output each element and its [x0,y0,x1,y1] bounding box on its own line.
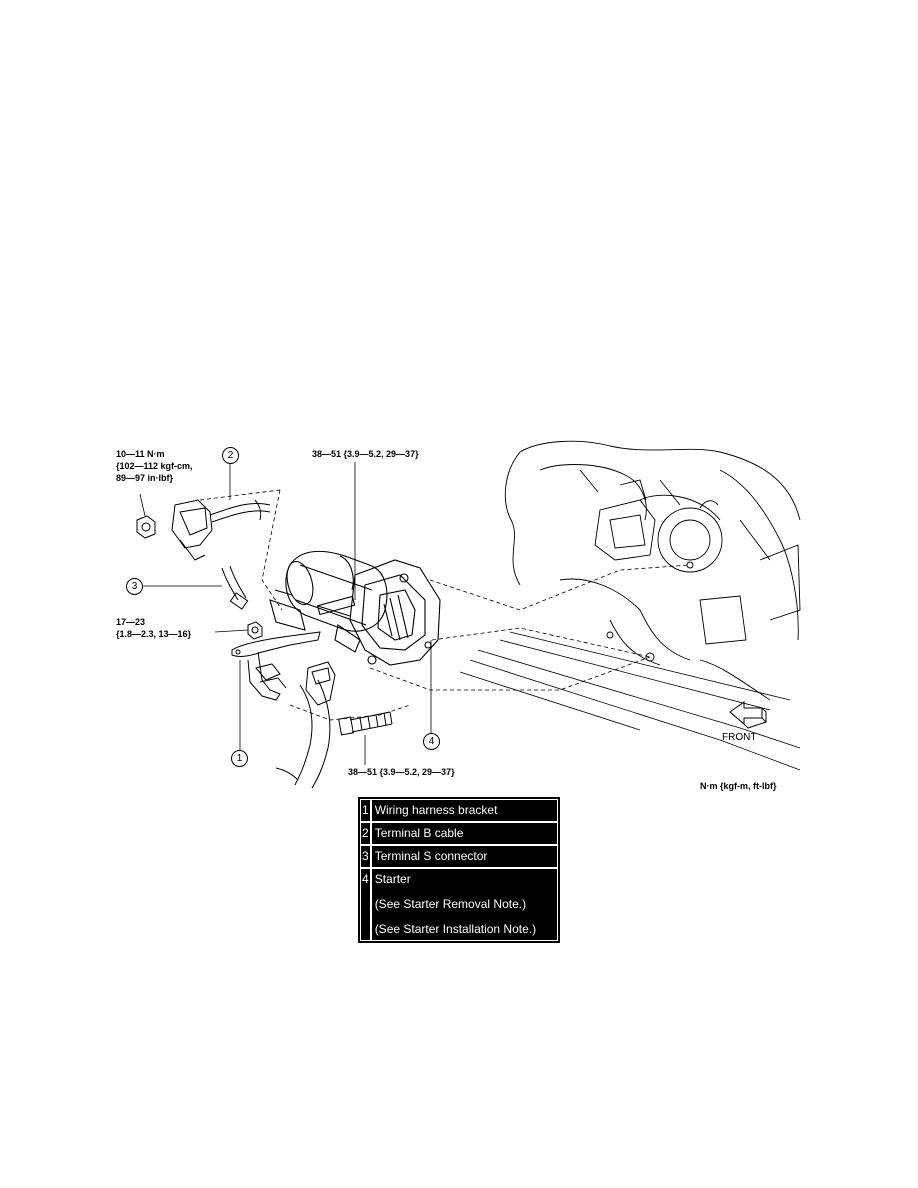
legend-row: 3 Terminal S connector [360,845,558,868]
leader-lines [139,462,432,765]
callout-4: 4 [423,733,440,750]
legend-text-starter: Starter (See Starter Removal Note.) (See… [370,868,558,941]
engine-block-outline [504,440,801,701]
torque-label-nut-terminal-b: 10—11 N·m {102—112 kgf-cm, 89—97 in·lbf} [116,449,193,483]
legend-num: 3 [360,845,371,868]
front-arrow-icon [729,701,767,729]
subframe-lines [459,631,801,771]
callout-1: 1 [231,750,248,767]
terminal-b-cable-art [171,499,271,561]
starter-motor-art [269,550,441,666]
legend-text: Terminal B cable [370,822,558,845]
legend-text: Terminal S connector [370,845,558,868]
terminal-s-connector-art [221,565,249,610]
wiring-harness-bracket-art [231,631,321,701]
torque-label-nut-terminal-s: 17—23 {1.8—2.3, 13—16} [116,617,192,639]
legend-text: Starter [374,872,411,886]
callout-2: 2 [222,447,239,464]
torque-label-lower-bolt: 38—51 {3.9—5.2, 29—37} [348,767,455,777]
legend-num: 1 [360,799,371,822]
parts-legend: 1 Wiring harness bracket 2 Terminal B ca… [358,797,560,943]
legend-row: 1 Wiring harness bracket [360,799,558,822]
lower-bolt-art [338,711,393,736]
legend-row: 2 Terminal B cable [360,822,558,845]
callout-3: 3 [126,578,143,595]
units-note: N·m {kgf-m, ft-lbf} [700,781,777,791]
starter-exploded-diagram: 10—11 N·m {102—112 kgf-cm, 89—97 in·lbf}… [116,440,801,791]
legend-note-installation: (See Starter Installation Note.) [374,922,537,936]
legend-text: Wiring harness bracket [370,799,558,822]
dashed-guide-lines [199,489,691,721]
legend-num: 2 [360,822,371,845]
torque-label-upper-bolt: 38—51 {3.9—5.2, 29—37} [312,449,419,459]
harness-tube-art [275,661,336,789]
diagram-art [136,440,801,789]
nut-10-11-art [136,515,156,539]
legend-num: 4 [360,868,371,941]
nut-17-23-art [247,621,263,640]
front-label: FRONT [722,732,757,743]
legend-row: 4 Starter (See Starter Removal Note.) (S… [360,868,558,941]
parts-legend-table: 1 Wiring harness bracket 2 Terminal B ca… [360,799,558,941]
legend-note-removal: (See Starter Removal Note.) [374,897,527,911]
